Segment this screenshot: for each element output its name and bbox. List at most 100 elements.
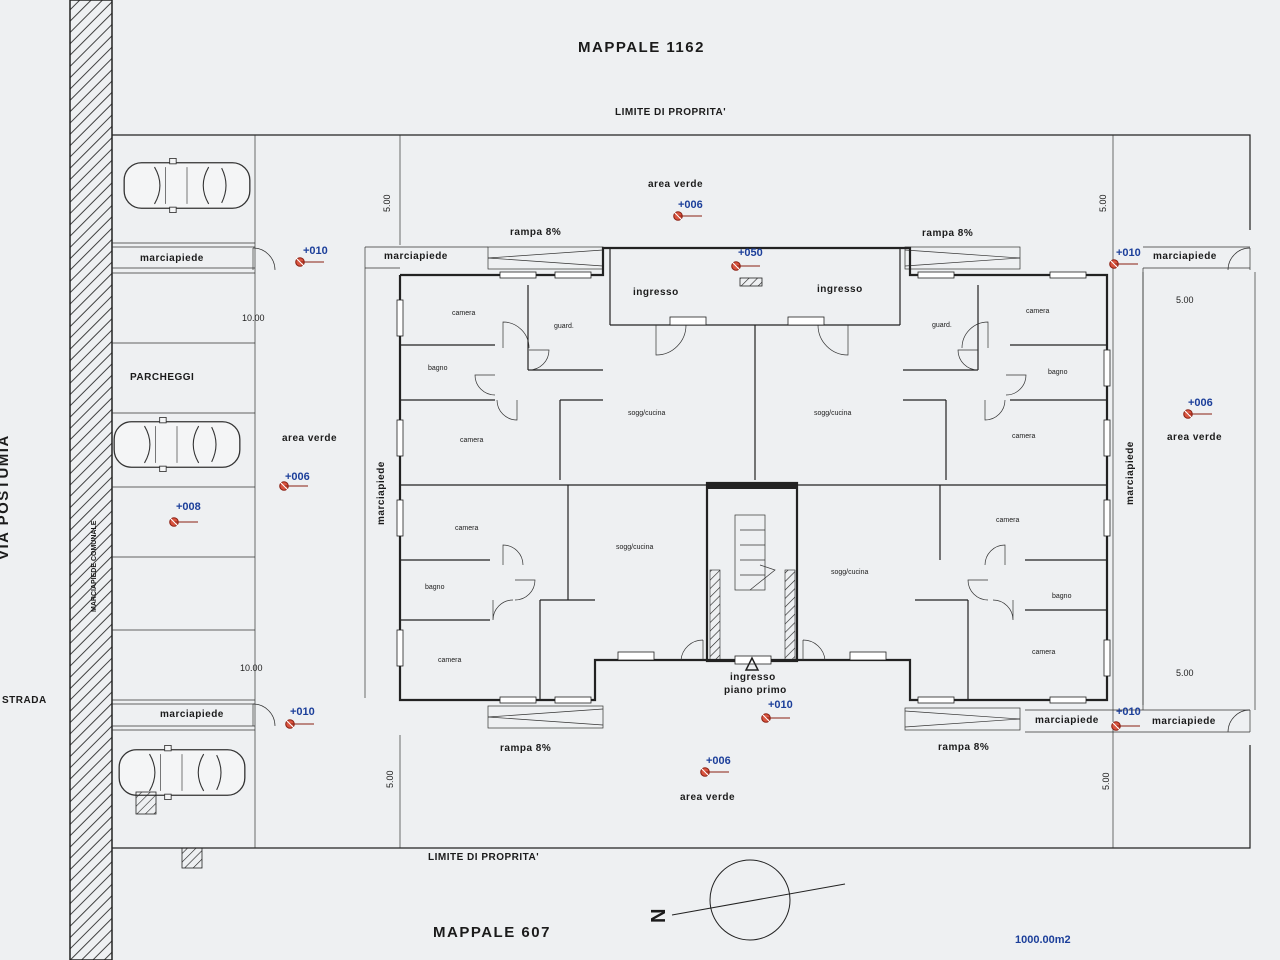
entrance-right: ingresso — [817, 284, 863, 295]
first-floor-level: +010 — [768, 699, 793, 711]
sidewalk-side-left: marciapiede — [376, 461, 387, 525]
dim-parking-top: 10.00 — [242, 313, 265, 323]
sidewalk-bottom-right-outer: marciapiede — [1152, 716, 1216, 727]
stairwell — [705, 481, 799, 663]
room-tl-camera2: camera — [460, 437, 483, 444]
area-verde-top-level: +006 — [678, 199, 703, 211]
level-marker-icon — [731, 261, 760, 271]
sidewalk-bottom-left-level: +010 — [290, 706, 315, 718]
gate-arc — [1227, 709, 1251, 733]
entrance-arrow-icon — [744, 656, 760, 671]
north-label: N — [648, 907, 670, 923]
sidewalk-top-left-level: +010 — [303, 245, 328, 257]
north-arrow-circle — [709, 859, 791, 941]
level-marker-icon — [279, 481, 308, 491]
level-marker-icon — [285, 719, 314, 729]
entrance-top-level: +050 — [738, 247, 763, 259]
gate-arc — [1227, 247, 1251, 271]
street-name: VIA POSTUMIA — [0, 434, 12, 560]
room-tr-camera1: camera — [1026, 308, 1049, 315]
room-br-sogg: sogg/cucina — [831, 569, 868, 576]
dim-parking-bottom: 10.00 — [240, 663, 263, 673]
room-bl-bagno: bagno — [425, 584, 445, 591]
level-marker-icon — [673, 211, 702, 221]
ramp-tl: rampa 8% — [510, 227, 561, 238]
area-verde-bottom-level: +006 — [706, 755, 731, 767]
level-marker-icon — [1183, 409, 1212, 419]
sidewalk-top-right-outer: marciapiede — [1153, 251, 1217, 262]
dim-right-top: 5.00 — [1176, 295, 1194, 305]
south-neighbor-title: MAPPALE 607 — [433, 924, 551, 941]
gate-arc — [252, 703, 276, 727]
room-br-camera1: camera — [996, 517, 1019, 524]
sidewalk-strips — [112, 246, 1250, 733]
area-verde-top: area verde — [648, 179, 703, 190]
room-br-camera2: camera — [1032, 649, 1055, 656]
sidewalk-bottom-right-inner: marciapiede — [1035, 715, 1099, 726]
hatched-post — [135, 791, 157, 815]
level-marker-icon — [295, 257, 324, 267]
first-floor-entrance-2: piano primo — [724, 685, 787, 696]
area-verde-left-level: +006 — [285, 471, 310, 483]
room-bl-sogg: sogg/cucina — [616, 544, 653, 551]
level-marker-icon — [761, 713, 790, 723]
room-tr-guard: guard. — [932, 322, 952, 329]
boundary-top-label: LIMITE DI PROPRITA' — [615, 107, 726, 118]
hatched-post — [181, 847, 203, 869]
room-tr-camera2: camera — [1012, 433, 1035, 440]
room-tr-sogg: sogg/cucina — [814, 410, 851, 417]
dim-top-left: 5.00 — [382, 194, 392, 212]
sidewalk-top-right-level: +010 — [1116, 247, 1141, 259]
dim-right-bottom: 5.00 — [1176, 668, 1194, 678]
car-icon — [113, 417, 241, 472]
first-floor-entrance-1: ingresso — [730, 672, 776, 683]
mailbox — [739, 277, 763, 287]
street-label: STRADA — [2, 695, 47, 706]
dim-bottom-right: 5.00 — [1101, 772, 1111, 790]
sidewalk-top-left-inner: marciapiede — [384, 251, 448, 262]
room-br-bagno: bagno — [1052, 593, 1072, 600]
ramp-bl: rampa 8% — [500, 743, 551, 754]
doors — [474, 321, 1027, 661]
room-tl-bagno: bagno — [428, 365, 448, 372]
room-tr-bagno: bagno — [1048, 369, 1068, 376]
area-total: 1000.00m2 — [1015, 934, 1071, 946]
parking-stalls — [112, 242, 255, 731]
building-walls — [398, 246, 1109, 702]
dim-top-right: 5.00 — [1098, 194, 1108, 212]
dim-bottom-left: 5.00 — [385, 770, 395, 788]
area-verde-right: area verde — [1167, 432, 1222, 443]
property-boundary-bottom — [112, 745, 1251, 849]
sidewalk-side-right: marciapiede — [1125, 441, 1136, 505]
north-arrow-line — [671, 883, 846, 916]
room-bl-camera2: camera — [438, 657, 461, 664]
sidewalk-note: MARCIAPIEDE COMUNALE — [91, 520, 98, 612]
street-edge — [69, 0, 113, 960]
room-tl-guard: guard. — [554, 323, 574, 330]
entrance-left: ingresso — [633, 287, 679, 298]
property-boundary-top — [112, 134, 1251, 230]
ramp-tr: rampa 8% — [922, 228, 973, 239]
boundary-bottom-label: LIMITE DI PROPRITA' — [428, 852, 539, 863]
level-marker-icon — [169, 517, 198, 527]
room-bl-camera1: camera — [455, 525, 478, 532]
car-icon — [118, 745, 246, 800]
room-tl-camera1: camera — [452, 310, 475, 317]
gate-arc — [252, 247, 276, 271]
parking-level: +008 — [176, 501, 201, 513]
area-verde-left: area verde — [282, 433, 337, 444]
sidewalk-bottom-left-outer: marciapiede — [160, 709, 224, 720]
level-marker-icon — [700, 767, 729, 777]
sidewalk-top-left-outer: marciapiede — [140, 253, 204, 264]
area-verde-right-level: +006 — [1188, 397, 1213, 409]
area-verde-bottom: area verde — [680, 792, 735, 803]
car-icon — [123, 158, 251, 213]
ramp-br: rampa 8% — [938, 742, 989, 753]
level-marker-icon — [1109, 259, 1138, 269]
north-neighbor-title: MAPPALE 1162 — [578, 39, 705, 56]
street-hatch — [70, 0, 112, 960]
room-tl-sogg: sogg/cucina — [628, 410, 665, 417]
parking-label: PARCHEGGI — [130, 372, 194, 383]
level-marker-icon — [1111, 721, 1140, 731]
